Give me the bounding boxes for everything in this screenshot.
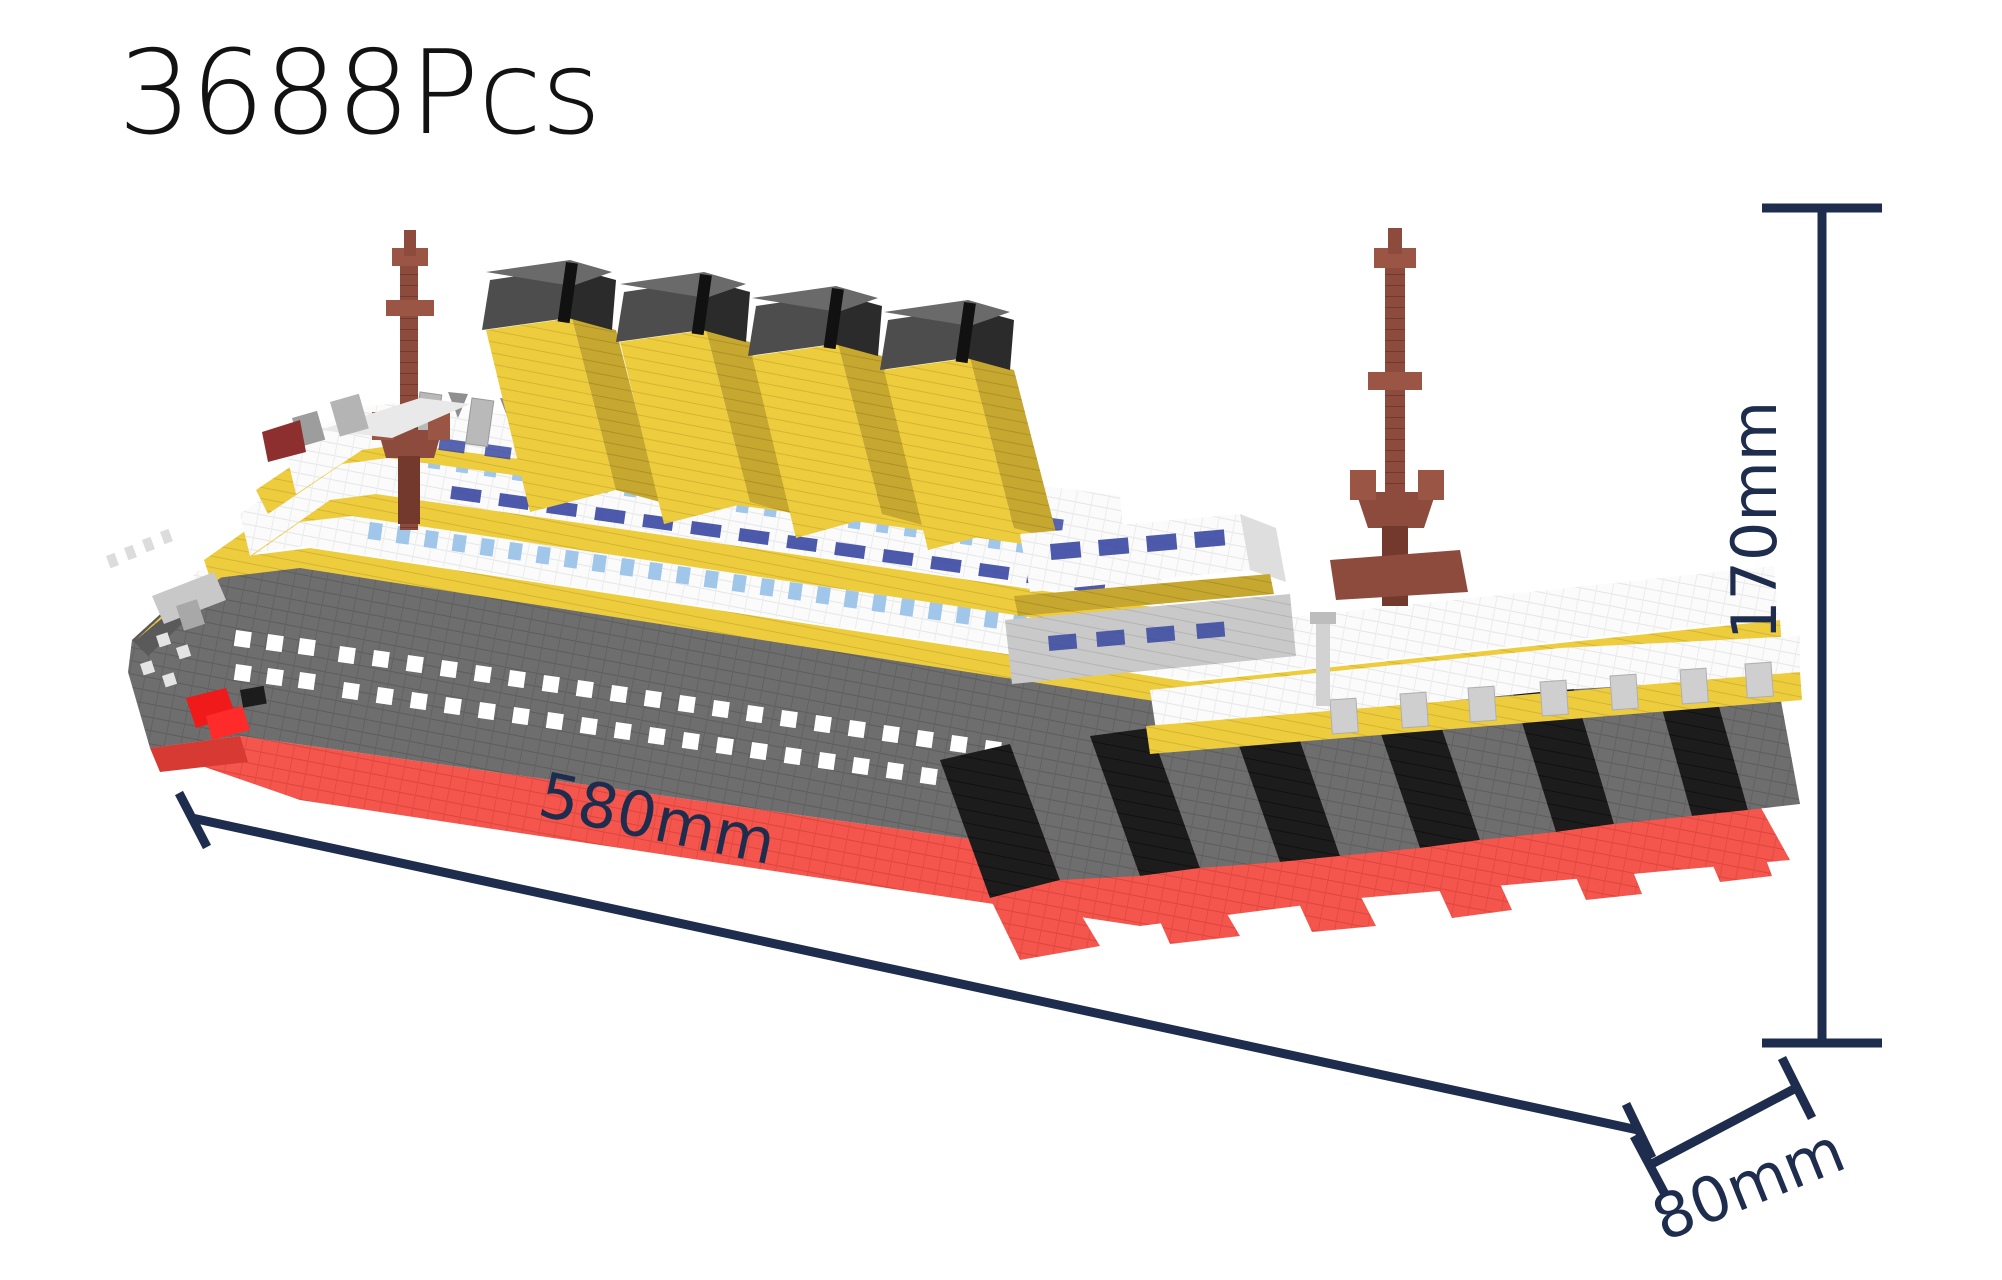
funnel-2 xyxy=(616,272,794,524)
deck-stripe-yellow-lower xyxy=(136,548,1782,706)
stern-crane-mast xyxy=(1310,612,1336,706)
aft-deckhouse xyxy=(1020,514,1286,592)
deck-stripe-yellow-mid xyxy=(204,490,1200,636)
bow-fittings xyxy=(140,572,267,740)
aft-deck-gold-trim xyxy=(1014,574,1274,616)
stern-deck-fittings xyxy=(1329,661,1774,735)
funnel-1 xyxy=(482,260,660,512)
aft-lower-deckhouse xyxy=(1005,594,1296,684)
railing-row-lower xyxy=(367,522,1055,637)
bow-railings xyxy=(106,528,173,569)
funnel-3 xyxy=(748,286,926,538)
bridge-superstructure xyxy=(262,393,470,462)
piece-count-title: 3688Pcs xyxy=(118,26,601,161)
funnel-4 xyxy=(880,300,1058,550)
hull-porthole-row-lower xyxy=(341,682,938,786)
aft-mast xyxy=(1330,228,1468,606)
